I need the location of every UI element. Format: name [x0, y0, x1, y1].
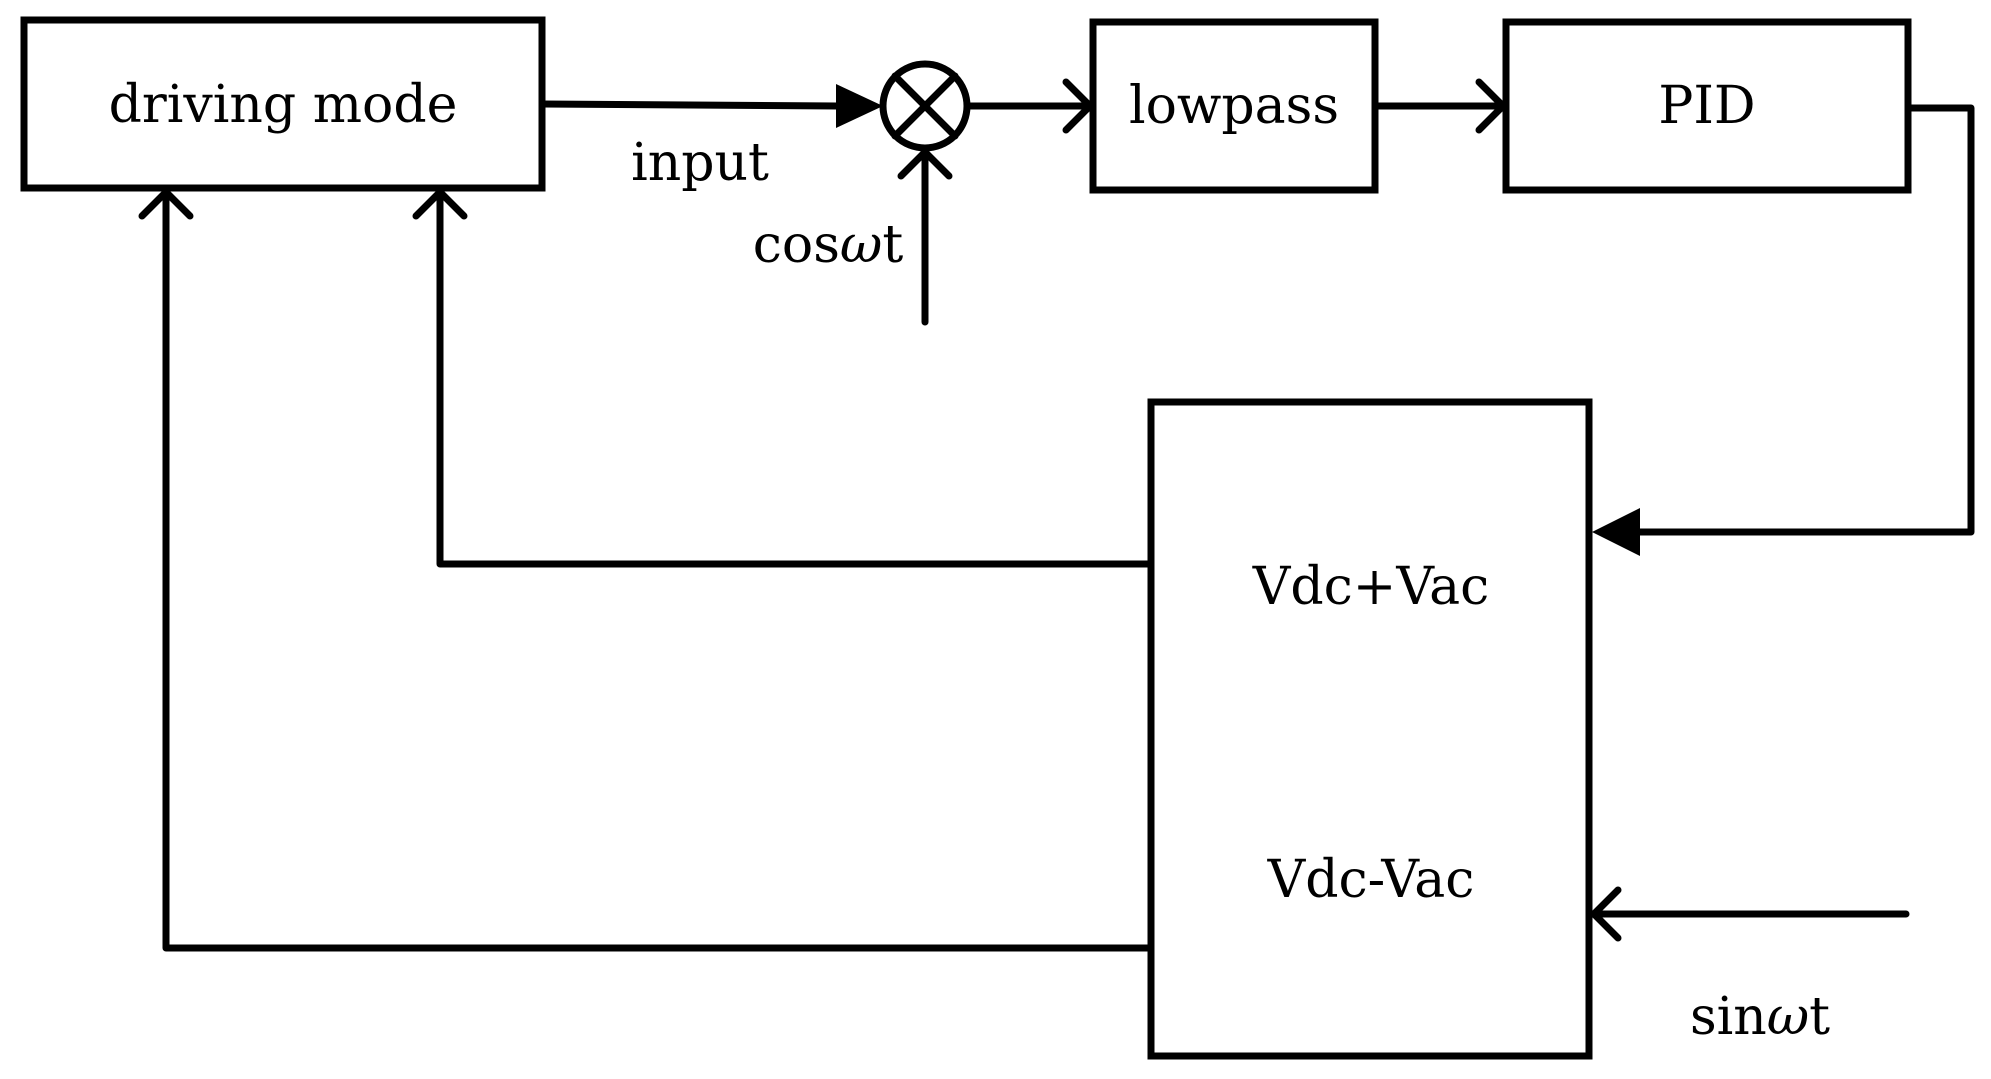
sin-t-text: t — [1809, 987, 1830, 1047]
driving-mode-block — [20, 16, 546, 192]
lowpass-to-pid-arrow — [1371, 78, 1507, 134]
sin-text: sin — [1690, 987, 1767, 1047]
cos-reference-arrow — [897, 148, 953, 326]
cos-t-text: t — [882, 215, 903, 275]
pid-label: PID — [1658, 76, 1755, 136]
mixer-multiplier — [879, 60, 971, 152]
input-signal-label: input — [631, 133, 769, 193]
driving-mode-label: driving mode — [109, 75, 458, 135]
cos-text: cos — [753, 215, 840, 275]
lower-feedback-arrow — [138, 188, 1155, 952]
pid-block — [1502, 18, 1912, 194]
modulator-lower-label: Vdc-Vac — [1267, 850, 1475, 910]
sin-omega-symbol: ω — [1767, 987, 1809, 1047]
lowpass-label: lowpass — [1129, 76, 1339, 136]
cos-omega-symbol: ω — [840, 215, 882, 275]
modulator-upper-label: Vdc+Vac — [1252, 557, 1489, 617]
lowpass-block — [1089, 18, 1379, 194]
mixer-to-lowpass-arrow — [963, 78, 1094, 134]
pid-to-modulator-arrow — [1592, 104, 1975, 556]
sin-reference-label: sinωt — [1690, 987, 1830, 1047]
sin-reference-arrow — [1590, 886, 1910, 942]
upper-feedback-arrow — [412, 188, 1155, 568]
modulator-block — [1147, 398, 1593, 1060]
input-signal-arrow — [538, 84, 883, 128]
cos-reference-label: cosωt — [753, 215, 904, 275]
